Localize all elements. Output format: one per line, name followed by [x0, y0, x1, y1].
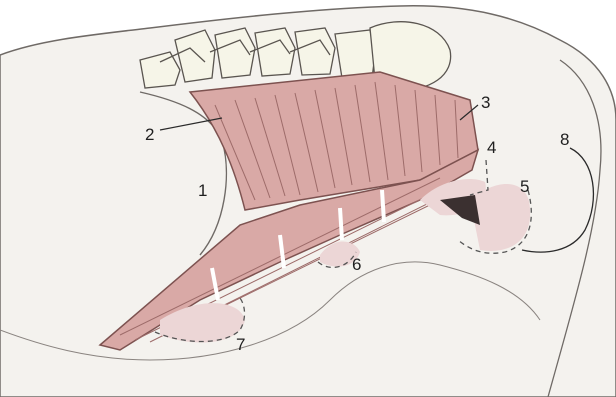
callout-1: 1 — [198, 181, 207, 200]
callout-2: 2 — [145, 125, 154, 144]
callout-8: 8 — [560, 130, 569, 149]
callout-7: 7 — [236, 335, 245, 354]
callout-5: 5 — [520, 177, 529, 196]
callout-6: 6 — [352, 255, 361, 274]
callout-3: 3 — [481, 93, 490, 112]
callout-4: 4 — [487, 138, 496, 157]
